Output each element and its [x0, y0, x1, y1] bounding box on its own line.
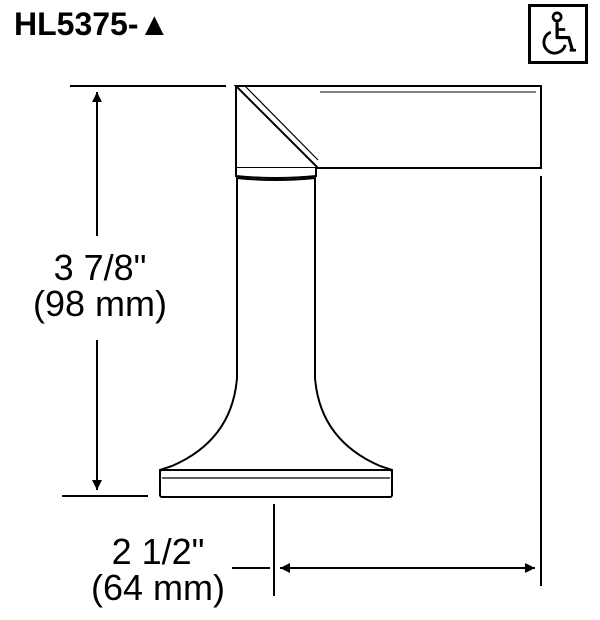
neck-ring: [235, 168, 317, 179]
width-dimension-label: 2 1/2" (64 mm): [60, 534, 256, 606]
height-dimension-label: 3 7/8" (98 mm): [14, 250, 186, 322]
stem: [159, 176, 393, 477]
ada-badge: [528, 4, 588, 64]
height-metric: (98 mm): [33, 283, 167, 324]
product-code-title: HL5375-▲: [14, 6, 171, 42]
wheelchair-icon: [542, 11, 576, 55]
height-dimension: [62, 85, 226, 497]
lever-head: [233, 85, 542, 169]
width-dimension: [232, 176, 542, 596]
width-metric: (64 mm): [91, 567, 225, 608]
width-imperial: 2 1/2": [111, 531, 205, 572]
height-imperial: 3 7/8": [53, 247, 147, 288]
base-rose: [159, 469, 393, 498]
